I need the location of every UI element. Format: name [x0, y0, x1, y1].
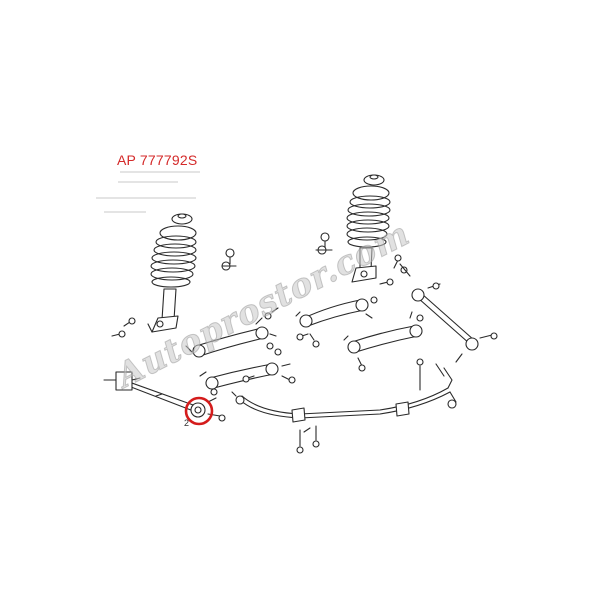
stabilizer-bar	[231, 358, 457, 454]
left-trailing-arm	[103, 371, 226, 422]
lower-right-lateral-arm	[343, 311, 424, 372]
upper-right-lateral-arm	[295, 296, 378, 348]
highlighted-bushing-circle	[184, 396, 214, 426]
upper-left-lateral-arm	[185, 312, 277, 358]
callout-number: 2	[184, 418, 190, 428]
link-fittings-top	[221, 232, 333, 271]
lower-left-lateral-arm	[199, 348, 296, 390]
bolts-scatter	[111, 254, 402, 397]
right-trailing-link	[399, 263, 498, 363]
left-strut-assembly	[147, 213, 197, 333]
part-code-label: AP 777792S	[117, 152, 198, 168]
right-strut-assembly	[346, 174, 391, 283]
faint-caption-lines	[96, 171, 200, 213]
